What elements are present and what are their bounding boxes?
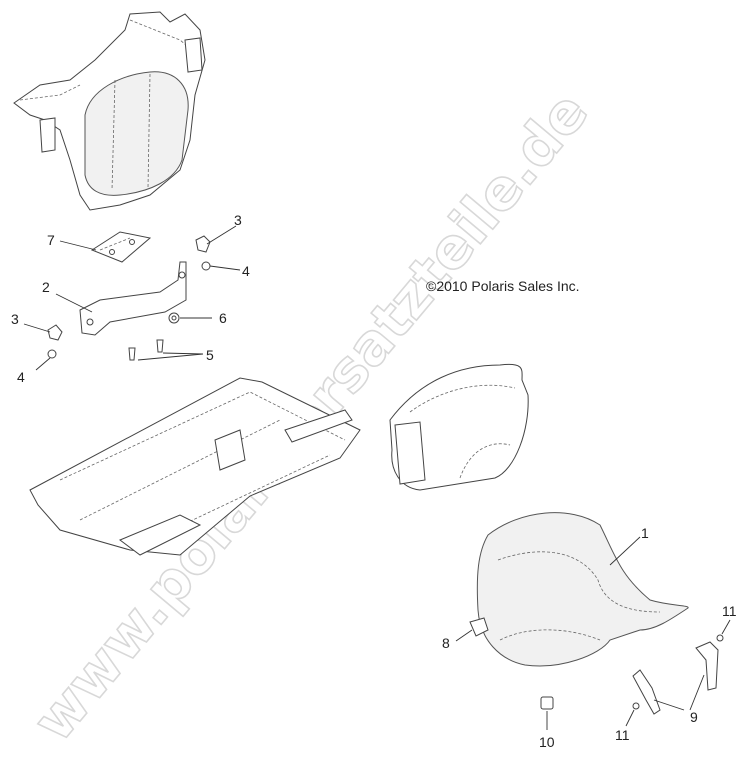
- callout-8: 8: [442, 635, 450, 651]
- fastener-11b-drawing: [632, 702, 640, 710]
- callout-3-left: 3: [11, 311, 19, 327]
- callout-3-upper: 3: [234, 212, 242, 228]
- leader-3b: [23, 323, 51, 333]
- leader-11b: [625, 709, 635, 727]
- leader-lines: [23, 225, 731, 730]
- leader-11a: [721, 619, 731, 635]
- bracket-drawing: [79, 261, 187, 336]
- chassis-frame-drawing: [29, 377, 361, 556]
- callout-2: 2: [42, 279, 50, 295]
- callout-1: 1: [641, 525, 649, 541]
- leader-4b: [35, 357, 51, 371]
- seat-cover-drawing: [389, 363, 529, 491]
- leader-1: [609, 536, 641, 566]
- leader-2: [55, 293, 93, 313]
- leader-9a: [653, 699, 685, 711]
- bumper-10-drawing: [540, 696, 554, 710]
- callout-9: 9: [690, 709, 698, 725]
- callout-5: 5: [206, 347, 214, 363]
- screws-drawing: [128, 339, 164, 361]
- callout-10: 10: [539, 734, 555, 750]
- leader-5a: [137, 353, 204, 361]
- seat-drawing: [476, 512, 689, 667]
- leader-7: [59, 240, 97, 251]
- leader-8: [455, 629, 473, 642]
- callout-4-upper: 4: [242, 263, 250, 279]
- leader-5b: [162, 352, 204, 355]
- callout-11-bottom: 11: [615, 727, 630, 743]
- callout-7: 7: [47, 232, 55, 248]
- callout-11-right: 11: [722, 603, 737, 619]
- callout-4-left: 4: [17, 369, 25, 385]
- callout-6: 6: [219, 310, 227, 326]
- leader-3a: [206, 225, 237, 245]
- clip-left-drawing: [47, 324, 63, 341]
- clip-8-drawing: [469, 617, 489, 637]
- clip-upper-drawing: [195, 235, 211, 253]
- hinge-left-drawing: [632, 669, 661, 715]
- fastener-11a-drawing: [716, 634, 724, 642]
- nut-left-drawing: [47, 349, 57, 359]
- hinge-right-drawing: [695, 641, 719, 691]
- copyright-text: ©2010 Polaris Sales Inc.: [426, 278, 580, 294]
- seat-base-panel-drawing: [13, 11, 206, 211]
- nut-upper-drawing: [201, 261, 211, 271]
- callouts: 1 2 3 3 4 4 5 6 7 8 9 10 11 11: [11, 212, 737, 750]
- leader-4a: [209, 265, 241, 271]
- nut-6-drawing: [168, 312, 180, 324]
- latch-plate-drawing: [90, 231, 152, 263]
- leader-9b: [689, 674, 705, 711]
